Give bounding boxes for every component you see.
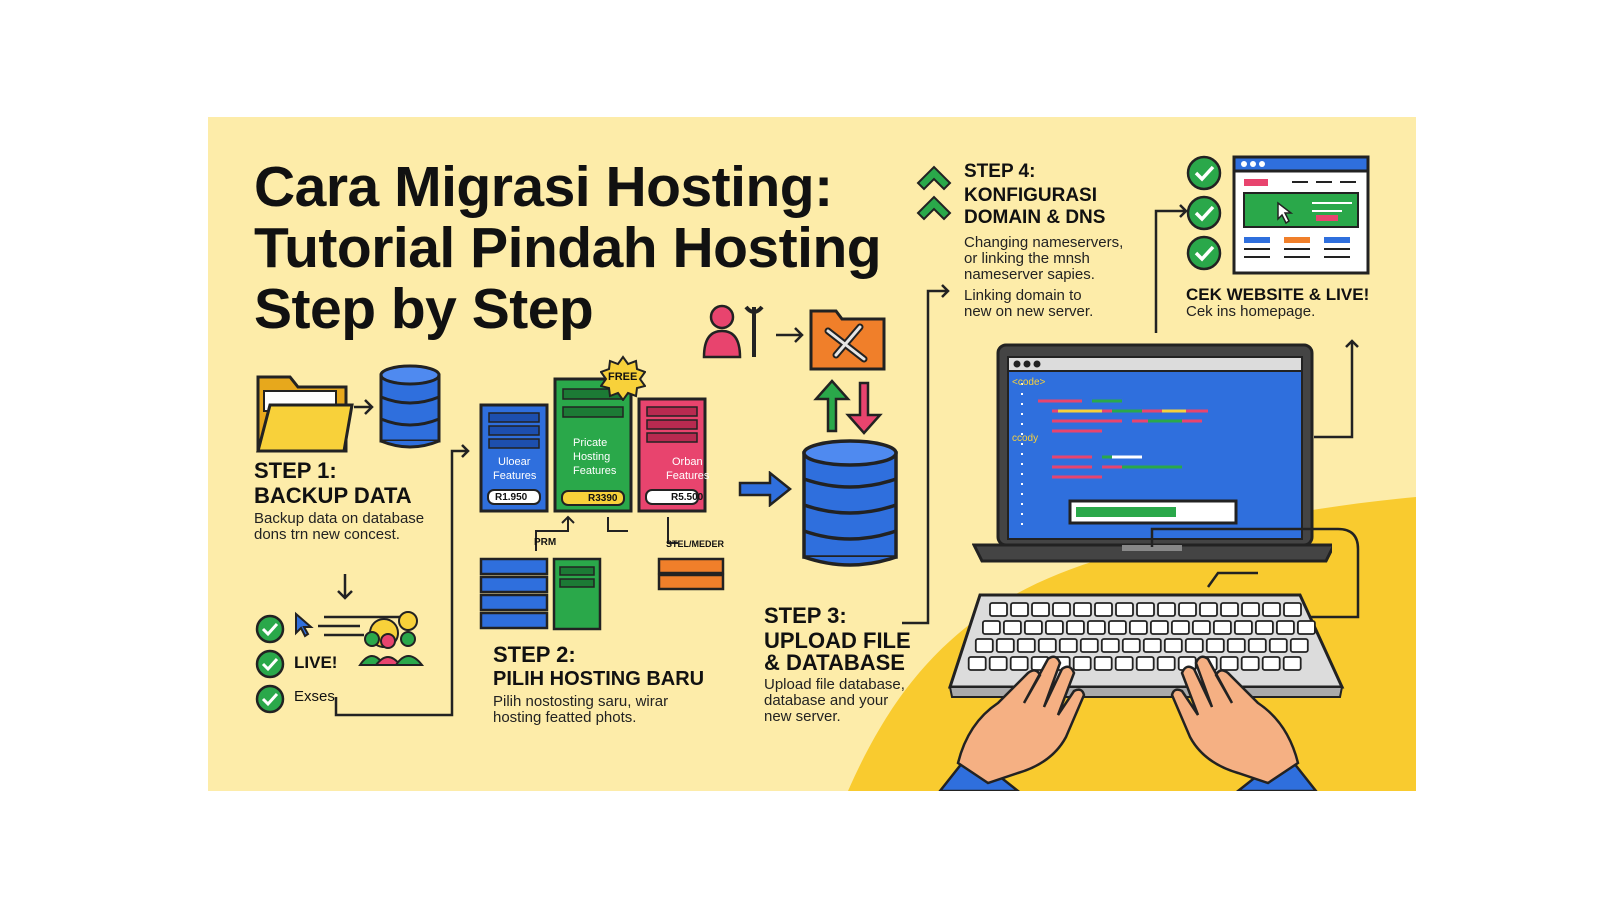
admin-tools-icon <box>702 304 764 359</box>
step3-desc-3: new server. <box>764 708 841 725</box>
check-circle-icon-1 <box>255 614 285 644</box>
check-circle-icon-6 <box>1186 235 1222 271</box>
cursor-icon <box>295 611 314 638</box>
server-rack-icon <box>479 557 602 631</box>
database-large-icon <box>802 439 898 567</box>
laptop-code-word: ccody <box>1012 433 1039 444</box>
step4-heading-2: KONFIGURASI <box>964 185 1097 206</box>
plan2-name-3: Features <box>573 465 617 477</box>
laptop-code-tag: <code> <box>1012 377 1046 388</box>
speed-lines-icon <box>318 615 404 637</box>
wrench-folder-icon <box>809 309 886 371</box>
step5-heading: CEK WEBSITE & LIVE! <box>1186 285 1370 304</box>
check-circle-icon-5 <box>1186 195 1222 231</box>
step2-heading-1: STEP 2: <box>493 642 576 667</box>
check-circle-icon-2 <box>255 649 285 679</box>
check-label-live: LIVE! <box>294 653 338 672</box>
page-title-line-3: Step by Step <box>254 277 594 341</box>
laptop-icon <box>972 343 1332 563</box>
server-small-icon <box>657 557 725 591</box>
step3-heading-1: STEP 3: <box>764 603 847 628</box>
plan1-name-1: Uloear <box>498 456 531 468</box>
step4-desc-2: or linking the mnsh <box>964 250 1090 267</box>
arrow-right-icon <box>354 399 374 415</box>
arrow-right-blue-icon <box>738 471 793 507</box>
plan2-name-1: Pricate <box>573 437 608 449</box>
check-circle-icon-4 <box>1186 155 1222 191</box>
step4-desc-4: Linking domain to <box>964 287 1082 304</box>
step1-heading-1: STEP 1: <box>254 458 337 483</box>
sync-arrows-icon <box>813 379 883 435</box>
infographic-panel: Cara Migrasi Hosting: Tutorial Pindah Ho… <box>208 117 1416 791</box>
connector-laptop-step5 <box>1314 339 1359 439</box>
step1-desc-2: dons trn new concest. <box>254 526 400 543</box>
step2-desc-2: hosting featted phots. <box>493 709 637 726</box>
arrow-right-icon-2 <box>776 327 804 343</box>
page-title-line-1: Cara Migrasi Hosting: <box>254 155 833 219</box>
folder-icon <box>256 375 354 453</box>
step4-heading-3: DOMAIN & DNS <box>964 207 1106 228</box>
step1-desc-1: Backup data on database <box>254 510 425 527</box>
free-badge-label: FREE <box>608 371 638 383</box>
plan1-price: R1.950 <box>495 492 528 503</box>
page-title-line-2: Tutorial Pindah Hosting <box>254 216 882 280</box>
database-icon <box>379 364 441 449</box>
hands-icon <box>938 655 1318 791</box>
step3-heading-2: UPLOAD FILE <box>764 628 911 653</box>
plan1-name-2: Features <box>493 470 537 482</box>
free-badge-icon <box>600 355 646 401</box>
check-label-exses: Exses <box>294 688 335 705</box>
step4-desc-3: nameserver sapies. <box>964 266 1095 283</box>
hosting-plans-servers <box>479 377 707 513</box>
step2-desc-1: Pilih nostosting saru, wirar <box>493 693 669 710</box>
plan3-price: R5.500 <box>671 492 704 503</box>
plan2-name-2: Hosting <box>573 451 611 463</box>
step4-heading-1: STEP 4: <box>964 161 1036 182</box>
check-circle-icon-3 <box>255 684 285 714</box>
plan2-price: R3390 <box>588 493 618 504</box>
server-label-right: STEL/MEDER <box>666 539 725 549</box>
connector-step3-step4 <box>902 284 950 625</box>
users-group-icon <box>358 611 425 666</box>
keyboard-cable <box>1150 527 1360 619</box>
server-label-left: PRM <box>534 537 557 548</box>
plan3-name-1: Orban <box>672 456 703 468</box>
step2-heading-2: PILIH HOSTING BARU <box>493 668 705 690</box>
step3-desc-1: Upload file database, <box>764 676 905 693</box>
website-window-icon <box>1232 155 1370 275</box>
step3-desc-2: database and your <box>764 692 889 709</box>
step5-desc: Cek ins homepage. <box>1186 303 1316 320</box>
chevrons-up-icon <box>916 165 952 221</box>
arrow-down-icon <box>337 574 353 600</box>
plan3-name-2: Features <box>666 470 710 482</box>
connector-step1-step2 <box>334 444 470 717</box>
server-connectors <box>535 515 678 551</box>
step3-heading-3: & DATABASE <box>764 650 905 675</box>
connector-step4-step5 <box>1154 204 1188 333</box>
step1-heading-2: BACKUP DATA <box>254 483 412 508</box>
step4-desc-1: Changing nameservers, <box>964 234 1124 251</box>
step4-desc-5: new on new server. <box>964 303 1094 320</box>
